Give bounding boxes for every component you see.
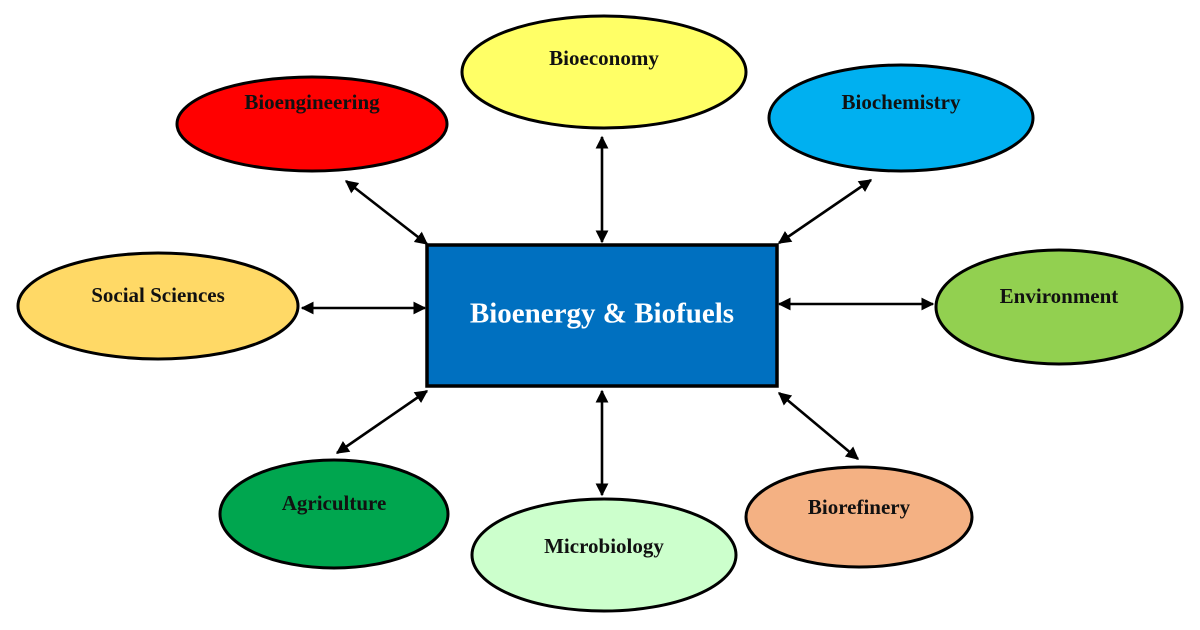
arrow-agriculture [335, 389, 429, 455]
node-bioeconomy: Bioeconomy [460, 14, 748, 130]
node-biorefinery: Biorefinery [744, 465, 974, 569]
node-environment: Environment [934, 248, 1184, 366]
node-microbiology-ellipse [470, 497, 738, 613]
node-bioengineering-label: Bioengineering [244, 90, 380, 114]
node-environment-label: Environment [1000, 284, 1119, 308]
node-biochemistry-ellipse [767, 63, 1035, 173]
node-agriculture-ellipse [218, 458, 450, 570]
node-microbiology: Microbiology [470, 497, 738, 613]
node-environment-ellipse [934, 248, 1184, 366]
center-node: Bioenergy & Biofuels [425, 243, 779, 388]
node-bioengineering: Bioengineering [175, 75, 449, 173]
arrow-bioengineering [344, 179, 429, 246]
node-social-sciences: Social Sciences [16, 251, 300, 361]
node-social-sciences-ellipse [16, 251, 300, 361]
node-agriculture: Agriculture [218, 458, 450, 570]
node-biochemistry: Biochemistry [767, 63, 1035, 173]
node-bioeconomy-ellipse [460, 14, 748, 130]
arrow-biorefinery [778, 392, 859, 460]
center-box [425, 243, 779, 388]
node-microbiology-label: Microbiology [544, 534, 664, 558]
connector-arrows [300, 135, 935, 497]
node-bioeconomy-label: Bioeconomy [549, 46, 659, 70]
node-social-sciences-label: Social Sciences [91, 283, 225, 307]
arrow-biochemistry [777, 178, 873, 245]
center-label: Bioenergy & Biofuels [470, 298, 734, 330]
node-biorefinery-ellipse [744, 465, 974, 569]
node-biorefinery-label: Biorefinery [808, 495, 911, 519]
node-agriculture-label: Agriculture [282, 491, 387, 515]
node-biochemistry-label: Biochemistry [842, 90, 961, 114]
node-bioengineering-ellipse [175, 75, 449, 173]
